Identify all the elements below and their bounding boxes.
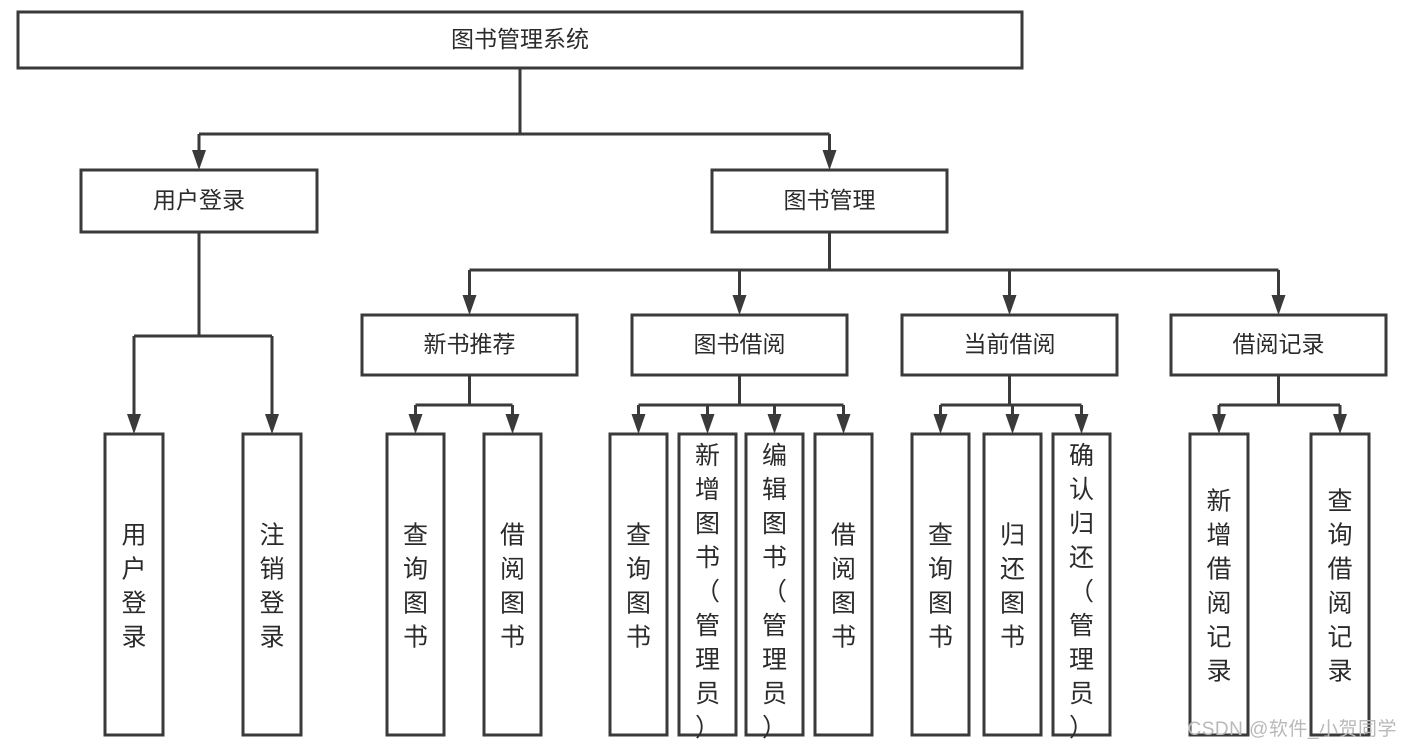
arrow-head-icon — [408, 414, 423, 434]
node-label-vertical: 查询图书 — [403, 522, 428, 652]
node-label-vertical: 确认归还（管理员） — [1069, 442, 1094, 742]
csdn-watermark: CSDN @软件_小贺同学 — [1187, 719, 1397, 740]
node-label-vertical: 用户登录 — [121, 522, 146, 652]
node-label: 当前借阅 — [964, 331, 1056, 357]
node-label-vertical: 借阅图书 — [831, 522, 856, 652]
arrow-head-icon — [505, 414, 520, 434]
arrow-head-icon — [1271, 295, 1286, 315]
arrow-head-icon — [192, 150, 206, 170]
node-leaf-11[interactable]: 新增借阅记录 — [1188, 432, 1250, 737]
node-leaf-2[interactable]: 查询图书 — [385, 432, 446, 737]
node-leaf-0[interactable]: 用户登录 — [103, 432, 165, 737]
node-label: 图书借阅 — [694, 331, 786, 357]
arrow-head-icon — [1333, 414, 1347, 434]
node-leaf-12[interactable]: 查询借阅记录 — [1309, 432, 1371, 737]
node-leaf-7[interactable]: 借阅图书 — [813, 432, 874, 737]
arrow-head-icon — [836, 414, 851, 434]
node-label: 图书管理系统 — [451, 26, 589, 52]
node-label: 图书管理 — [784, 187, 876, 213]
node-label-vertical: 编辑图书（管理员） — [762, 442, 787, 742]
arrow-head-icon — [462, 295, 477, 315]
node-leaf-9[interactable]: 归还图书 — [982, 432, 1043, 737]
arrow-head-icon — [767, 414, 782, 434]
node-leaf-5[interactable]: 新增图书（管理员） — [677, 432, 738, 742]
arrow-head-icon — [700, 414, 715, 434]
node-label: 借阅记录 — [1233, 331, 1325, 357]
arrow-head-icon — [933, 414, 948, 434]
node-label: 用户登录 — [153, 187, 245, 213]
node-label: 新书推荐 — [424, 331, 516, 357]
arrow-head-icon — [631, 414, 646, 434]
arrow-head-icon — [822, 150, 837, 170]
node-level3-2[interactable]: 当前借阅 — [900, 313, 1119, 377]
arrow-head-icon — [1212, 414, 1226, 434]
arrow-head-icon — [1074, 414, 1089, 434]
node-leaf-8[interactable]: 查询图书 — [910, 432, 971, 737]
node-label-vertical: 新增借阅记录 — [1206, 488, 1231, 686]
node-label-vertical: 查询图书 — [928, 522, 953, 652]
arrow-head-icon — [732, 295, 747, 315]
node-label-vertical: 归还图书 — [1000, 522, 1025, 652]
arrow-head-icon — [265, 414, 279, 434]
node-level3-1[interactable]: 图书借阅 — [630, 313, 849, 377]
arrow-head-icon — [1002, 295, 1017, 315]
node-label-vertical: 借阅图书 — [500, 522, 525, 652]
arrow-head-icon — [127, 414, 141, 434]
node-level2-1[interactable]: 图书管理 — [710, 168, 949, 234]
node-leaf-3[interactable]: 借阅图书 — [482, 432, 543, 737]
node-label-vertical: 注销登录 — [259, 522, 284, 652]
node-leaf-4[interactable]: 查询图书 — [608, 432, 669, 737]
connectors-layer — [127, 68, 1347, 434]
node-root[interactable]: 图书管理系统 — [16, 10, 1024, 70]
node-leaf-10[interactable]: 确认归还（管理员） — [1051, 432, 1112, 742]
node-level3-0[interactable]: 新书推荐 — [360, 313, 579, 377]
arrow-head-icon — [1005, 414, 1020, 434]
node-leaf-1[interactable]: 注销登录 — [241, 432, 303, 737]
boxes-layer: 图书管理系统用户登录图书管理新书推荐图书借阅当前借阅借阅记录用户登录注销登录查询… — [16, 10, 1388, 742]
node-leaf-6[interactable]: 编辑图书（管理员） — [744, 432, 805, 742]
node-level2-0[interactable]: 用户登录 — [79, 168, 319, 234]
node-label-vertical: 查询借阅记录 — [1327, 488, 1352, 686]
node-label-vertical: 查询图书 — [626, 522, 651, 652]
node-level3-3[interactable]: 借阅记录 — [1169, 313, 1388, 377]
node-label-vertical: 新增图书（管理员） — [695, 442, 720, 742]
